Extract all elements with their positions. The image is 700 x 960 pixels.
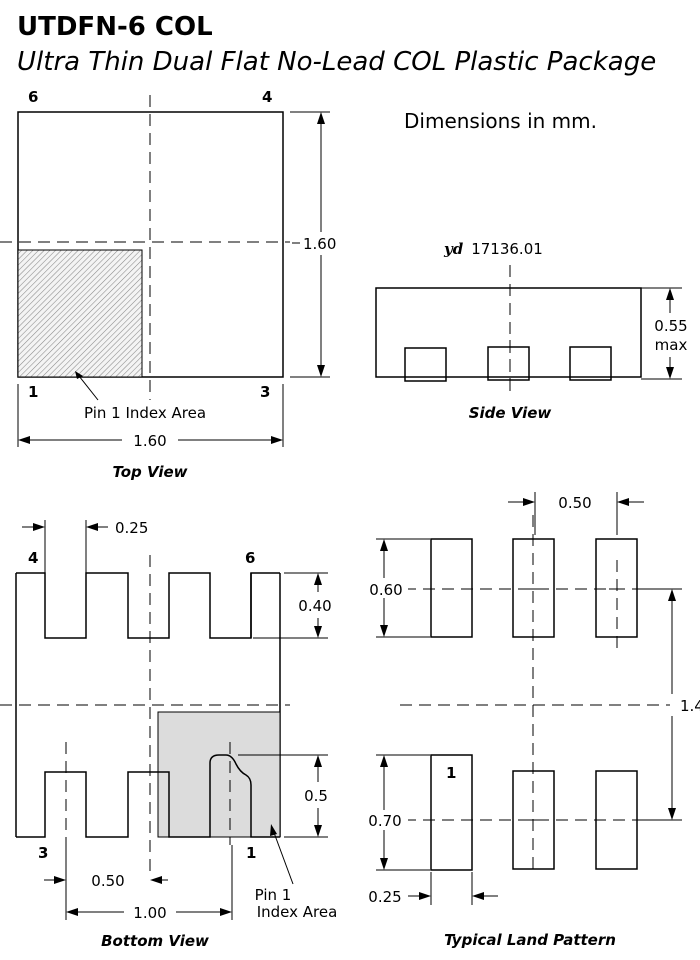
land-top-pad-label-bg — [364, 578, 408, 598]
side-height-suffix: max — [655, 336, 688, 354]
land-top-pad-arrow-up — [380, 539, 388, 551]
top-width-arrow-right — [271, 436, 283, 444]
span-arrow-left — [66, 908, 78, 916]
page-title: UTDFN-6 COL — [17, 12, 213, 42]
bottom-index-label-line2: Index Area — [257, 903, 338, 921]
top-view-caption: Top View — [112, 463, 187, 481]
top-pin-4-label: 4 — [262, 88, 272, 106]
bottom-pin-1-label: 1 — [246, 844, 256, 862]
bottom-view-top-edge — [16, 572, 280, 639]
drawing-code-number: 17136.01 — [471, 240, 543, 258]
land-bottom-pad-height-value: 0.70 — [368, 812, 401, 830]
land-pad-width-arrow-right — [472, 892, 484, 900]
page-subtitle: Ultra Thin Dual Flat No-Lead COL Plastic… — [17, 47, 656, 77]
lead-width-arrow-left — [33, 523, 45, 531]
bottom-pin-4-label: 4 — [28, 549, 38, 567]
bottom-index-leader-arrow — [270, 824, 277, 836]
side-view-lead-left — [404, 347, 447, 382]
index-height-value: 0.5 — [304, 787, 328, 805]
pitch-value: 0.50 — [91, 872, 124, 890]
land-pad-width-value: 0.25 — [368, 888, 401, 906]
land-bottom-pad-arrow-up — [380, 755, 388, 767]
top-height-arrow-down — [317, 365, 325, 377]
land-top-pad-height-value: 0.60 — [369, 581, 402, 599]
dimensions-note: Dimensions in mm. — [404, 109, 597, 133]
bottom-index-label-line1: Pin 1 — [255, 886, 292, 904]
side-view-lead-center — [487, 346, 530, 381]
side-view: yd 17136.01 0.55 max Side View — [375, 240, 688, 422]
pitch-arrow-left — [54, 876, 66, 884]
land-pad-top-left — [430, 538, 473, 638]
lead-width-arrow-right — [86, 523, 98, 531]
bottom-pin-6-label: 6 — [245, 549, 255, 567]
top-index-leader — [78, 375, 99, 401]
bottom-index-area — [157, 711, 281, 838]
land-pitch-arrow-right — [617, 498, 629, 506]
top-view: 6 4 1 3 Pin 1 Index Area 1.60 1.60 Top V… — [0, 88, 336, 481]
land-top-pad-arrow-down — [380, 625, 388, 637]
drawing-code-prefix: yd — [443, 240, 464, 258]
land-row-arrow-up — [668, 589, 676, 601]
span-value: 1.00 — [133, 904, 166, 922]
top-pin-1-label: 1 — [28, 383, 38, 401]
land-pitch-value: 0.50 — [558, 494, 591, 512]
side-view-lead-right — [569, 346, 612, 381]
top-pin-6-label: 6 — [28, 88, 38, 106]
land-row-spacing-value: 1.40 — [680, 697, 700, 715]
lead-length-arrow-up — [314, 573, 322, 585]
span-arrow-right — [220, 908, 232, 916]
lead-length-value: 0.40 — [298, 597, 331, 615]
land-pattern: 1 0.50 0.60 0.70 — [364, 492, 700, 949]
top-width-arrow-left — [18, 436, 30, 444]
index-height-arrow-down — [314, 825, 322, 837]
land-pitch-arrow-left — [523, 498, 535, 506]
side-height-arrow-up — [666, 288, 674, 300]
bottom-pin-3-label: 3 — [38, 844, 48, 862]
top-height-arrow-up — [317, 112, 325, 124]
lead-length-arrow-down — [314, 626, 322, 638]
top-width-value: 1.60 — [133, 432, 166, 450]
top-view-index-area — [17, 249, 143, 378]
top-index-label: Pin 1 Index Area — [84, 404, 206, 422]
pitch-arrow-right — [150, 876, 162, 884]
land-pad-bottom-left — [430, 754, 473, 871]
side-height-value: 0.55 — [654, 317, 687, 335]
bottom-view-bottom-edge — [16, 754, 280, 838]
drawing-code: yd 17136.01 — [443, 240, 543, 258]
top-height-value: 1.60 — [303, 235, 336, 253]
land-pin-1-label: 1 — [446, 764, 456, 782]
land-pad-width-arrow-left — [419, 892, 431, 900]
land-pattern-caption: Typical Land Pattern — [444, 931, 616, 949]
top-view-body — [17, 111, 284, 378]
side-view-caption: Side View — [469, 404, 552, 422]
top-index-leader-arrow — [75, 371, 83, 379]
bottom-view: 4 6 3 1 0.25 0.40 0.5 Pin 1 Index Area — [0, 519, 337, 950]
side-height-arrow-down — [666, 367, 674, 379]
land-row-arrow-down — [668, 808, 676, 820]
bottom-view-caption: Bottom View — [101, 932, 209, 950]
land-bottom-pad-arrow-down — [380, 858, 388, 870]
lead-width-value: 0.25 — [115, 519, 148, 537]
bottom-index-leader — [272, 829, 294, 885]
index-height-arrow-up — [314, 755, 322, 767]
land-bottom-pad-label-bg — [364, 810, 408, 830]
top-pin-3-label: 3 — [260, 383, 270, 401]
side-view-body — [375, 287, 642, 378]
